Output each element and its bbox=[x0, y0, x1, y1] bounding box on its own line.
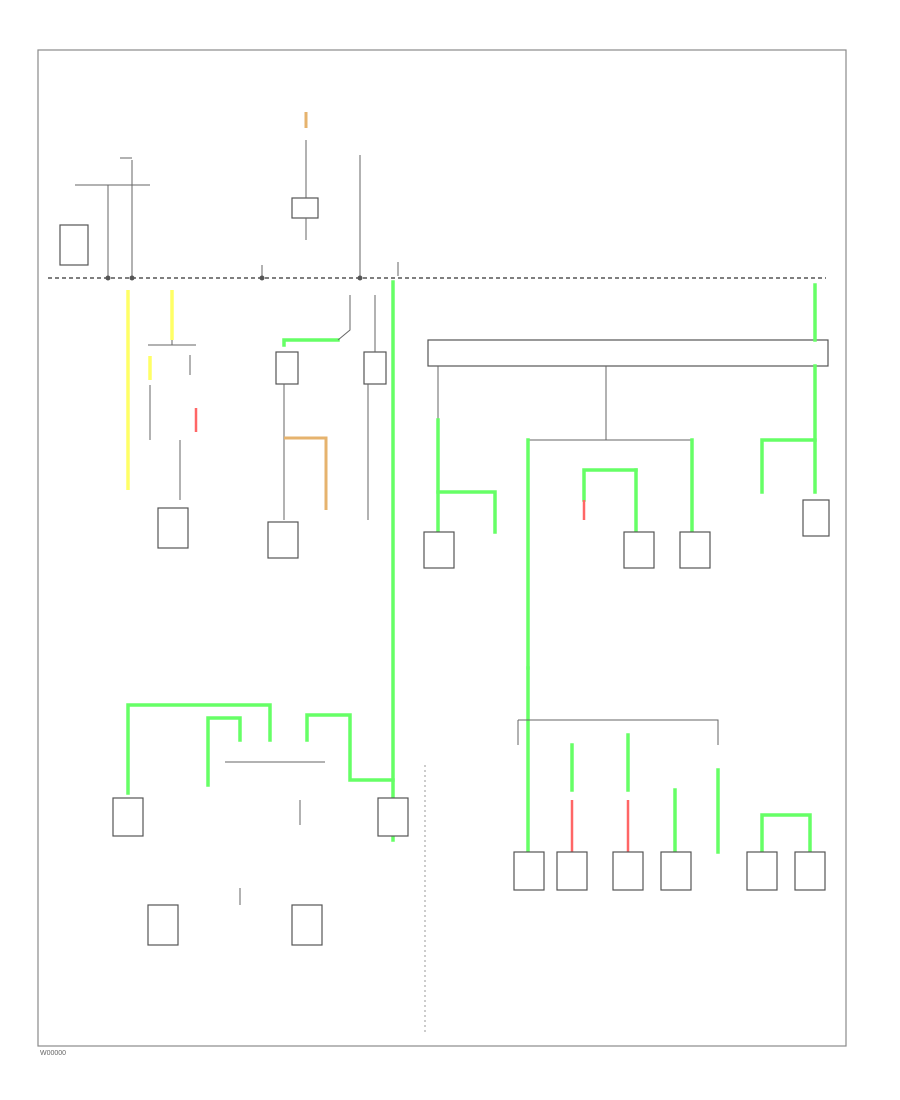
device-center-1 bbox=[267, 521, 299, 559]
device-right-2 bbox=[623, 531, 655, 569]
device-right-top bbox=[802, 499, 830, 537]
green-wire-lower-2 bbox=[206, 716, 242, 787]
device-left-1 bbox=[157, 507, 189, 549]
green-wire-lower-right-5 bbox=[760, 813, 812, 854]
green-wire-module-2 bbox=[436, 490, 497, 534]
device-bottom-1 bbox=[513, 851, 545, 891]
device-bottom-5 bbox=[746, 851, 778, 891]
wire-lower-right-cross bbox=[518, 719, 719, 745]
left-section bbox=[126, 290, 198, 549]
lower-left-group bbox=[112, 703, 426, 1035]
power-sources bbox=[59, 112, 399, 276]
green-wire-lower-1 bbox=[126, 703, 272, 795]
left-box-top bbox=[59, 224, 89, 266]
device-lower-3 bbox=[147, 904, 179, 946]
bus-dot bbox=[105, 275, 111, 281]
right-upper-section bbox=[423, 283, 830, 670]
device-right-3 bbox=[679, 531, 711, 569]
device-right-1 bbox=[423, 531, 455, 569]
device-bottom-2 bbox=[556, 851, 588, 891]
center-relays bbox=[267, 280, 395, 842]
green-wire-module-4 bbox=[582, 468, 638, 502]
bus-dot bbox=[129, 275, 135, 281]
relay-1 bbox=[275, 351, 299, 385]
bus-dot bbox=[357, 275, 363, 281]
diagram-frame bbox=[37, 49, 847, 1047]
control-module-box bbox=[427, 339, 829, 367]
page-code: W00000 bbox=[40, 1050, 66, 1057]
right-lower-section bbox=[513, 666, 826, 891]
device-lower-1 bbox=[112, 797, 144, 837]
relay-2 bbox=[363, 351, 387, 385]
green-wire-lower-3 bbox=[305, 713, 395, 782]
device-lower-4 bbox=[291, 904, 323, 946]
device-bottom-3 bbox=[612, 851, 644, 891]
bus-dot bbox=[259, 275, 265, 281]
device-lower-2 bbox=[377, 797, 409, 837]
green-wire-right-2 bbox=[760, 438, 817, 494]
wire-relay-link bbox=[337, 295, 351, 341]
green-wire-relay-top bbox=[282, 338, 340, 347]
device-bottom-4 bbox=[660, 851, 692, 891]
relay-top-center bbox=[291, 197, 319, 219]
device-bottom-6 bbox=[794, 851, 826, 891]
bus-dots bbox=[105, 275, 363, 281]
orange-wire-relay bbox=[284, 436, 328, 510]
